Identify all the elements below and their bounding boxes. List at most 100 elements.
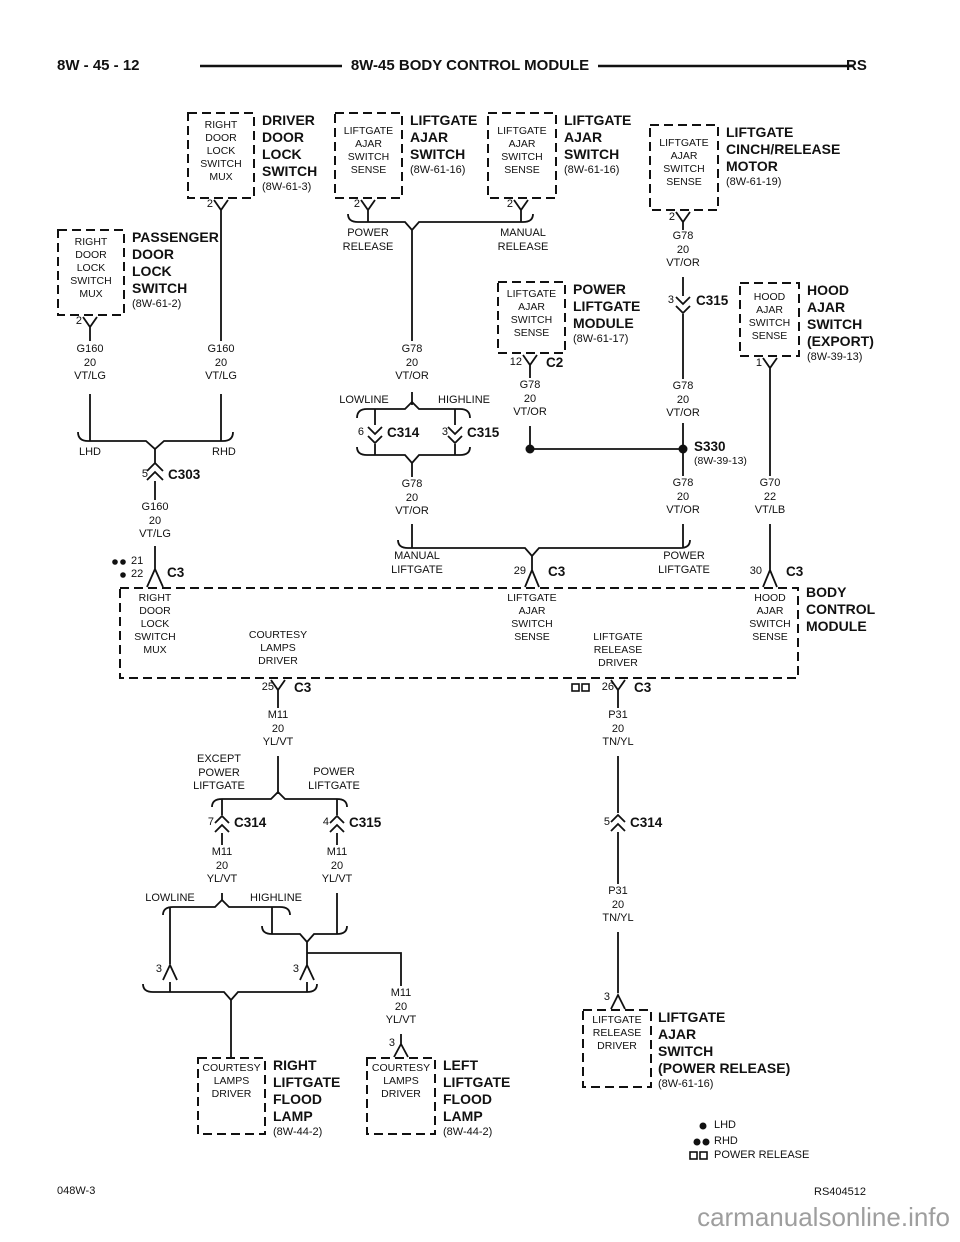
- pin-c315-3-highline: 3: [441, 426, 448, 438]
- courtesy-lamp-wires: [142, 679, 409, 1058]
- pin-c3-29: 29: [513, 565, 526, 577]
- pin-c314-7: 7: [207, 816, 214, 828]
- wire-g78-plm: G78 20 VT/OR: [513, 379, 547, 418]
- hood-ajar-switch-port: HOOD AJAR SWITCH SENSE: [748, 291, 791, 342]
- connector-c315-4: C315: [349, 815, 382, 830]
- pin-c314-5: 5: [603, 816, 610, 828]
- footer-figure-ref: RS404512: [814, 1186, 866, 1198]
- branch-manual-release: MANUAL RELEASE: [497, 227, 549, 253]
- pin-motor-2: 2: [668, 211, 675, 223]
- footer-doc-ref: 048W-3: [57, 1185, 96, 1197]
- wire-g70-hood: G70 22 VT/LB: [754, 477, 786, 516]
- power-liftgate-module-label: POWER LIFTGATE MODULE: [573, 281, 641, 331]
- pin-c3-26: 26: [601, 681, 614, 693]
- wire-g78-motor-lower: G78 20 VT/OR: [666, 380, 700, 419]
- pin-c315-4: 4: [322, 816, 329, 828]
- driver-door-lock-switch-label: DRIVER DOOR LOCK SWITCH: [262, 112, 318, 179]
- pin-liftgate-power-2: 2: [353, 198, 360, 210]
- branch-highline-lower: HIGHLINE: [250, 892, 302, 904]
- wire-m11-bcm: M11 20 YL/VT: [262, 709, 294, 748]
- page-reference: 8W - 45 - 12: [57, 57, 140, 74]
- pin-left-lamp-3: 3: [388, 1037, 395, 1049]
- branch-lowline-lower: LOWLINE: [145, 892, 195, 904]
- hood-ajar-switch-label: HOOD AJAR SWITCH (EXPORT): [807, 282, 874, 349]
- left-flood-lamp-ref: (8W-44-2): [443, 1126, 493, 1138]
- branch-lowline-upper: LOWLINE: [339, 394, 389, 406]
- page-title: 8W-45 BODY CONTROL MODULE: [350, 57, 590, 74]
- branch-lhd: LHD: [79, 446, 102, 458]
- wire-p31-lower: P31 20 TN/YL: [602, 885, 634, 924]
- splice-s330-ref: (8W-39-13): [694, 455, 747, 467]
- branch-rhd: RHD: [212, 446, 236, 458]
- power-liftgate-module-port: LIFTGATE AJAR SWITCH SENSE: [506, 288, 557, 339]
- wire-m11-highline: M11 20 YL/VT: [321, 846, 353, 885]
- cinch-release-motor-label: LIFTGATE CINCH/RELEASE MOTOR: [726, 124, 841, 174]
- wire-g78-motor-upper: G78 20 VT/OR: [666, 230, 700, 269]
- liftgate-ajar-switch-manual-ref: (8W-61-16): [564, 164, 620, 176]
- pin-passenger-2: 2: [75, 315, 82, 327]
- branch-power-liftgate-lower: POWER LIFTGATE: [308, 766, 360, 792]
- bcm-label: BODY CONTROL MODULE: [806, 584, 876, 634]
- splice-s330: S330: [694, 439, 726, 454]
- right-flood-lamp-ref: (8W-44-2): [273, 1126, 323, 1138]
- passenger-door-lock-switch-label: PASSENGER DOOR LOCK SWITCH: [132, 229, 219, 296]
- watermark: carmanualsonline.info: [697, 1202, 950, 1232]
- pin-c3-25: 25: [261, 681, 274, 693]
- wire-g78-release: G78 20 VT/OR: [395, 343, 429, 382]
- pin-lamp-3-highline: 3: [292, 963, 299, 975]
- connector-c3-30: C3: [786, 564, 804, 579]
- wire-m11-lowline: M11 20 YL/VT: [206, 846, 238, 885]
- release-switch-label: LIFTGATE AJAR SWITCH (POWER RELEASE): [658, 1009, 791, 1076]
- pin-c3-21-rhd: 21: [131, 555, 144, 567]
- liftgate-ajar-switch-power-ref: (8W-61-16): [410, 164, 466, 176]
- pin-c3-30: 30: [749, 565, 762, 577]
- pin-driver-2: 2: [206, 198, 213, 210]
- power-release-markers: [571, 683, 708, 1160]
- passenger-door-lock-switch-port: RIGHT DOOR LOCK SWITCH MUX: [70, 236, 112, 300]
- left-flood-lamp-label: LEFT LIFTGATE FLOOD LAMP: [443, 1057, 511, 1124]
- bcm-port-liftgate-release: LIFTGATE RELEASE DRIVER: [593, 631, 643, 669]
- legend-power-release: POWER RELEASE: [714, 1149, 810, 1161]
- connector-c3-26: C3: [634, 680, 652, 695]
- hood-ajar-switch-ref: (8W-39-13): [807, 351, 863, 363]
- liftgate-ajar-switch-manual-port: LIFTGATE AJAR SWITCH SENSE: [497, 125, 547, 176]
- legend-rhd: RHD: [714, 1135, 738, 1147]
- liftgate-ajar-switch-manual-label: LIFTGATE AJAR SWITCH: [564, 112, 632, 162]
- wire-g78-s330-out: G78 20 VT/OR: [666, 477, 700, 516]
- right-flood-lamp-label: RIGHT LIFTGATE FLOOD LAMP: [273, 1057, 341, 1124]
- wire-g78-mid: G78 20 VT/OR: [395, 478, 429, 517]
- release-driver-wires: [610, 679, 626, 1010]
- branch-highline-upper: HIGHLINE: [438, 394, 490, 406]
- branch-except-power-liftgate: EXCEPT POWER LIFTGATE: [193, 753, 245, 792]
- pin-plm-12: 12: [509, 356, 522, 368]
- wire-p31-upper: P31 20 TN/YL: [602, 709, 634, 748]
- liftgate-ajar-switch-power-label: LIFTGATE AJAR SWITCH: [410, 112, 478, 162]
- branch-power-liftgate-upper: POWER LIFTGATE: [658, 550, 710, 576]
- wire-g160-passenger: G160 20 VT/LG: [74, 343, 106, 382]
- right-flood-lamp-port: COURTESY LAMPS DRIVER: [202, 1062, 261, 1100]
- pin-lamp-3-lowline: 3: [155, 963, 162, 975]
- release-switch-ref: (8W-61-16): [658, 1078, 714, 1090]
- connector-c315-motor: C315: [696, 293, 729, 308]
- legend-lhd: LHD: [714, 1119, 737, 1131]
- pin-hood-1: 1: [755, 357, 762, 369]
- branch-power-release: POWER RELEASE: [342, 227, 394, 253]
- connector-c314-lowline: C314: [387, 425, 420, 440]
- pin-c303-5: 5: [141, 468, 148, 480]
- bcm-port-liftgate-ajar: LIFTGATE AJAR SWITCH SENSE: [507, 592, 557, 643]
- liftgate-ajar-switch-power-port: LIFTGATE AJAR SWITCH SENSE: [343, 125, 394, 176]
- wire-g160-driver: G160 20 VT/LG: [205, 343, 237, 382]
- connector-c303: C303: [168, 467, 201, 482]
- bcm-port-door-lock-mux: RIGHT DOOR LOCK SWITCH MUX: [134, 592, 176, 656]
- branch-manual-liftgate: MANUAL LIFTGATE: [391, 550, 443, 576]
- wire-g160-main: G160 20 VT/LG: [139, 501, 171, 540]
- bcm-port-hood-ajar: HOOD AJAR SWITCH SENSE: [749, 592, 791, 643]
- left-flood-lamp-port: COURTESY LAMPS DRIVER: [371, 1062, 431, 1100]
- connector-c315-highline: C315: [467, 425, 500, 440]
- hood-ajar-wires: [762, 357, 778, 588]
- pin-c315-3-motor: 3: [667, 294, 674, 306]
- connector-c314-7: C314: [234, 815, 267, 830]
- liftgate-release-wires: [347, 199, 691, 588]
- passenger-door-lock-switch-ref: (8W-61-2): [132, 298, 182, 310]
